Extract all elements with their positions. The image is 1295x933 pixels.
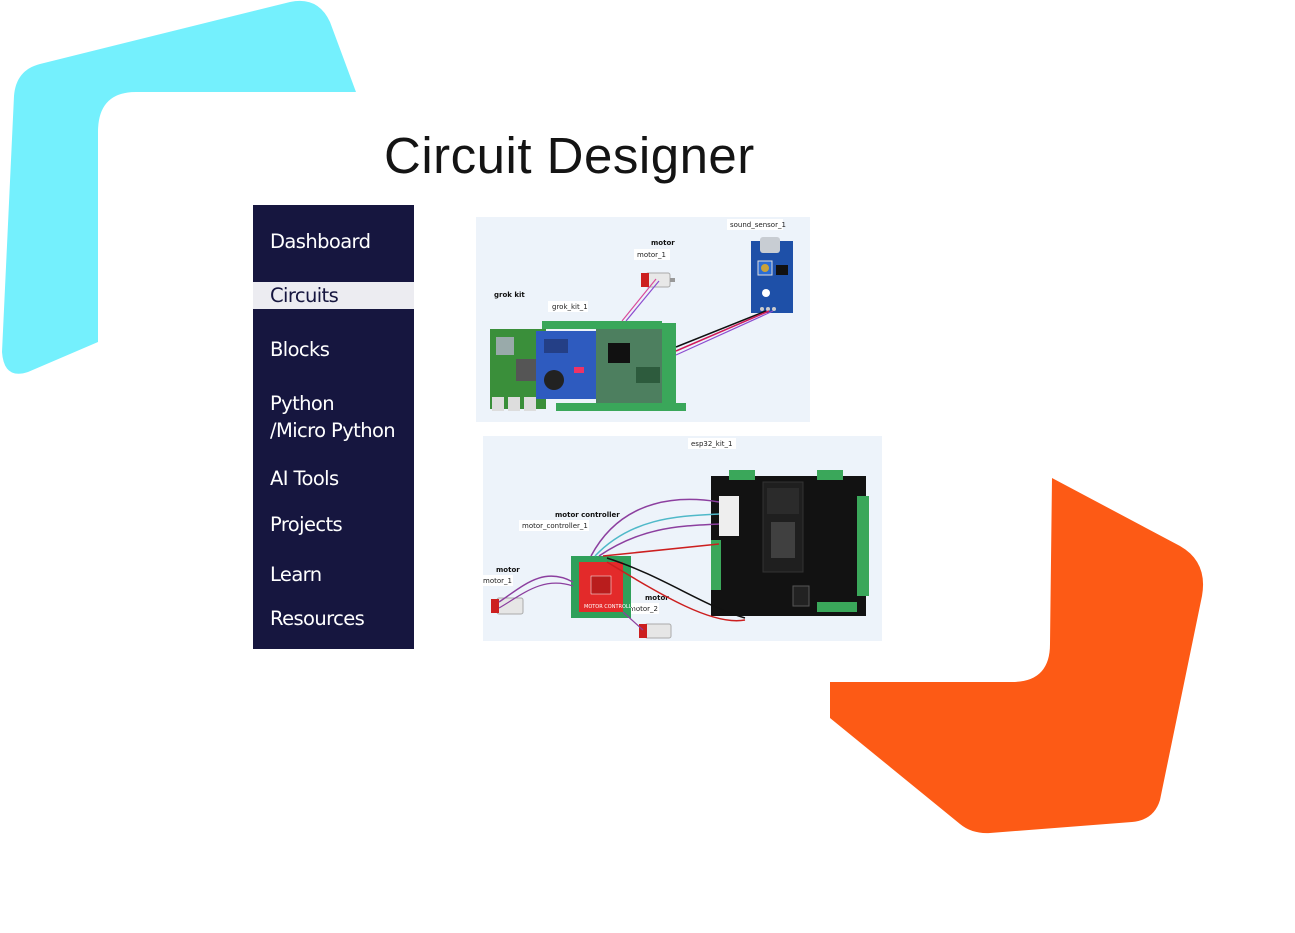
motor-component <box>641 272 675 288</box>
sidebar-item-learn[interactable]: Learn <box>270 563 322 586</box>
sidebar-item-resources[interactable]: Resources <box>270 607 365 630</box>
wire-motor-1 <box>621 278 657 322</box>
wire-sensor-1 <box>675 310 767 348</box>
wire-esp-4 <box>602 543 720 557</box>
wire-esp-6 <box>606 561 746 622</box>
motor-name: motor_1 <box>637 251 666 259</box>
wire-esp-2 <box>594 513 720 557</box>
wire-motor-2 <box>625 280 660 322</box>
terminal-board <box>542 321 686 411</box>
motor-a-name: motor_1 <box>483 577 512 585</box>
circuit-preview-grok-kit[interactable]: grok kit grok_kit_1 motor motor_1 sound_… <box>476 217 810 422</box>
sidebar-item-circuits[interactable]: Circuits <box>253 282 414 309</box>
controller-name-tag <box>519 520 589 531</box>
motor-a-title: motor <box>496 566 520 574</box>
circuit-preview-esp32-kit[interactable]: esp32_kit_1 motor controller motor_contr… <box>483 436 882 641</box>
orange-shape <box>830 478 1204 834</box>
wire-motor-b <box>622 611 644 631</box>
sensor-name: sound_sensor_1 <box>730 221 786 229</box>
sensor-name-tag <box>727 219 783 230</box>
circuit-diagram-grok: grok kit grok_kit_1 motor motor_1 sound_… <box>490 219 793 411</box>
motor-b-name-tag <box>627 603 659 614</box>
motor-b-title: motor <box>645 594 669 602</box>
kit-name: grok_kit_1 <box>552 303 588 311</box>
esp32-board <box>711 470 869 616</box>
kit-name-tag <box>548 301 588 312</box>
wire-esp-5 <box>606 557 746 619</box>
controller-name: motor_controller_1 <box>522 522 588 530</box>
motor-title: motor <box>651 239 675 247</box>
motor-b-component <box>639 623 672 639</box>
page-title: Circuit Designer <box>384 127 755 184</box>
motor-name-tag <box>634 249 670 260</box>
motor-controller-component: MOTOR CONTROLLER <box>571 556 639 618</box>
circuit-diagram-esp32: esp32_kit_1 motor controller motor_contr… <box>483 438 869 639</box>
wire-sensor-3 <box>675 310 774 356</box>
sidebar-item-ai-tools[interactable]: AI Tools <box>270 467 339 490</box>
cyan-shape <box>2 0 356 374</box>
wire-esp-3 <box>598 523 720 557</box>
controller-title: motor controller <box>555 511 620 519</box>
motor-b-name: motor_2 <box>629 605 658 613</box>
wire-sensor-2 <box>675 310 770 352</box>
sidebar-nav: Dashboard Circuits Blocks Python /Micro … <box>253 205 414 649</box>
wire-motor-a-2 <box>498 582 574 609</box>
motor-a-name-tag <box>483 575 513 586</box>
sidebar-item-projects[interactable]: Projects <box>270 513 343 536</box>
sidebar-item-blocks[interactable]: Blocks <box>270 338 330 361</box>
wire-motor-a <box>498 575 574 603</box>
svg-text:MOTOR CONTROLLER: MOTOR CONTROLLER <box>584 604 639 610</box>
wire-esp-1 <box>590 498 720 557</box>
esp32-name-tag <box>688 438 736 449</box>
sidebar-item-dashboard[interactable]: Dashboard <box>270 230 371 253</box>
motor-a-component <box>491 597 524 615</box>
kit-label: grok kit <box>494 291 525 299</box>
sound-sensor-component <box>751 237 793 313</box>
esp32-kit-name: esp32_kit_1 <box>691 440 733 448</box>
sidebar-item-python[interactable]: Python /Micro Python <box>270 392 396 442</box>
